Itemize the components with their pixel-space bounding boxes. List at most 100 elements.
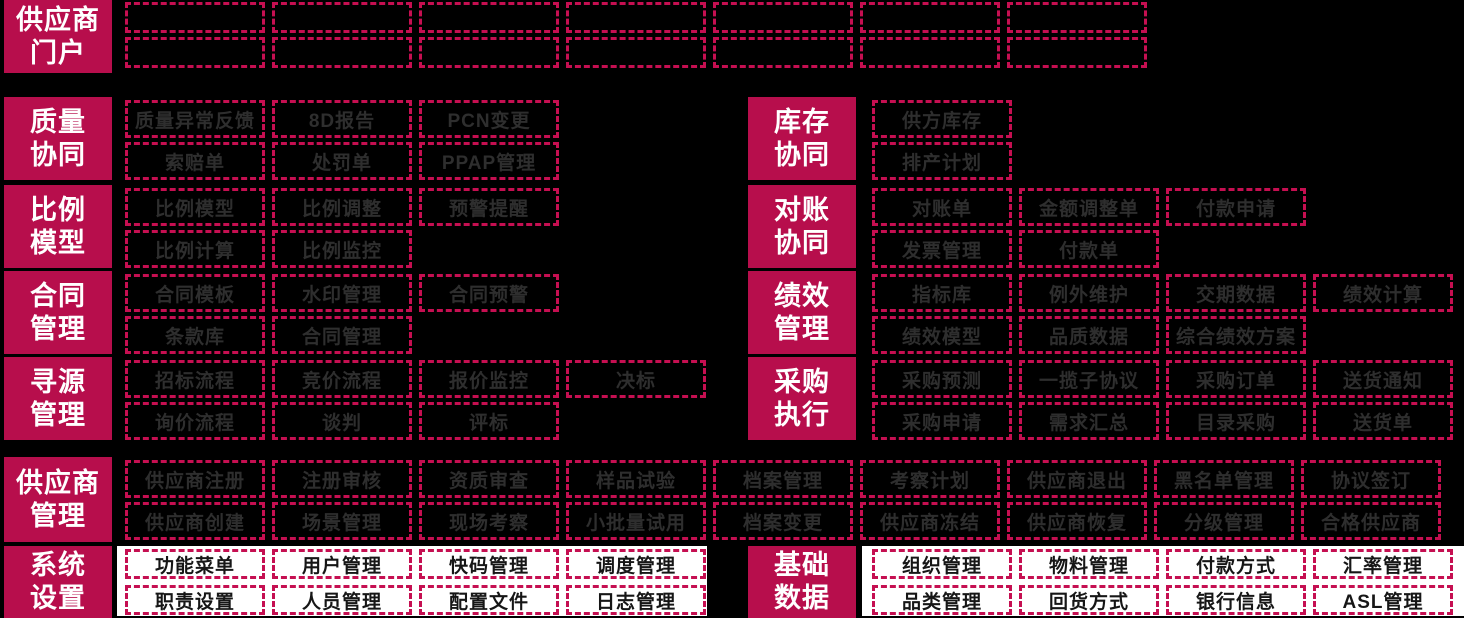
module-box: 分级管理 <box>1154 502 1294 540</box>
module-box: 场景管理 <box>272 502 412 540</box>
module-box: 调度管理 <box>566 549 706 579</box>
module-box: 物料管理 <box>1019 549 1159 579</box>
module-box: 预警提醒 <box>419 188 559 226</box>
label-sourcing-mgmt: 寻源 管理 <box>4 357 112 440</box>
module-box: 档案变更 <box>713 502 853 540</box>
module-box <box>566 2 706 33</box>
module-box: 送货通知 <box>1313 360 1453 398</box>
module-box <box>860 37 1000 68</box>
module-box: 合同预警 <box>419 274 559 312</box>
module-box: 人员管理 <box>272 585 412 615</box>
module-box: 索赔单 <box>125 142 265 180</box>
module-box: 档案管理 <box>713 460 853 498</box>
module-box: 询价流程 <box>125 402 265 440</box>
module-box: 竞价流程 <box>272 360 412 398</box>
module-box: 职责设置 <box>125 585 265 615</box>
module-box: 合格供应商 <box>1301 502 1441 540</box>
module-box: 协议签订 <box>1301 460 1441 498</box>
basic-data-panel-bg <box>862 546 1464 616</box>
module-box: 用户管理 <box>272 549 412 579</box>
label-quality-collab: 质量 协同 <box>4 97 112 180</box>
module-box: 处罚单 <box>272 142 412 180</box>
module-box: 银行信息 <box>1166 585 1306 615</box>
module-box: 样品试验 <box>566 460 706 498</box>
label-ratio-model: 比例 模型 <box>4 185 112 268</box>
module-box: 对账单 <box>872 188 1012 226</box>
module-box: 快码管理 <box>419 549 559 579</box>
module-box: 功能菜单 <box>125 549 265 579</box>
module-box: 汇率管理 <box>1313 549 1453 579</box>
module-box: 比例计算 <box>125 230 265 268</box>
module-box: 比例模型 <box>125 188 265 226</box>
module-box: 比例监控 <box>272 230 412 268</box>
module-box: PPAP管理 <box>419 142 559 180</box>
module-box <box>713 2 853 33</box>
module-box: 品类管理 <box>872 585 1012 615</box>
module-box <box>125 37 265 68</box>
module-box: 水印管理 <box>272 274 412 312</box>
module-box: 资质审查 <box>419 460 559 498</box>
module-box <box>272 2 412 33</box>
module-box: 品质数据 <box>1019 316 1159 354</box>
label-purchasing-execution: 采购 执行 <box>748 357 856 440</box>
module-box: 谈判 <box>272 402 412 440</box>
module-box: 绩效计算 <box>1313 274 1453 312</box>
label-basic-data: 基础 数据 <box>748 546 856 618</box>
module-box: 付款方式 <box>1166 549 1306 579</box>
module-box: 交期数据 <box>1166 274 1306 312</box>
module-box: 组织管理 <box>872 549 1012 579</box>
label-supplier-mgmt: 供应商 管理 <box>4 457 112 542</box>
label-performance-mgmt: 绩效 管理 <box>748 271 856 354</box>
module-box: PCN变更 <box>419 100 559 138</box>
module-box: 供方库存 <box>872 100 1012 138</box>
module-box: 8D报告 <box>272 100 412 138</box>
module-box: 合同模板 <box>125 274 265 312</box>
module-box: 排产计划 <box>872 142 1012 180</box>
module-box: 评标 <box>419 402 559 440</box>
module-box: 采购订单 <box>1166 360 1306 398</box>
module-box: 目录采购 <box>1166 402 1306 440</box>
module-box <box>419 37 559 68</box>
module-box: 一揽子协议 <box>1019 360 1159 398</box>
module-box <box>713 37 853 68</box>
system-settings-panel-bg <box>117 546 707 616</box>
module-box <box>566 37 706 68</box>
module-box: 供应商注册 <box>125 460 265 498</box>
module-box: 供应商创建 <box>125 502 265 540</box>
module-box: 金额调整单 <box>1019 188 1159 226</box>
module-box <box>1007 37 1147 68</box>
module-box: 回货方式 <box>1019 585 1159 615</box>
module-box: 采购申请 <box>872 402 1012 440</box>
module-box <box>125 2 265 33</box>
module-box: 比例调整 <box>272 188 412 226</box>
module-box: 决标 <box>566 360 706 398</box>
module-box: 指标库 <box>872 274 1012 312</box>
module-box: 报价监控 <box>419 360 559 398</box>
module-box: 采购预测 <box>872 360 1012 398</box>
module-box: ASL管理 <box>1313 585 1453 615</box>
module-box: 送货单 <box>1313 402 1453 440</box>
module-box: 小批量试用 <box>566 502 706 540</box>
module-box: 招标流程 <box>125 360 265 398</box>
module-box: 例外维护 <box>1019 274 1159 312</box>
label-supplier-portal: 供应商 门户 <box>4 0 112 73</box>
module-box: 绩效模型 <box>872 316 1012 354</box>
module-box <box>860 2 1000 33</box>
label-contract-mgmt: 合同 管理 <box>4 271 112 354</box>
module-box <box>419 2 559 33</box>
module-box: 供应商恢复 <box>1007 502 1147 540</box>
module-box: 需求汇总 <box>1019 402 1159 440</box>
module-box: 日志管理 <box>566 585 706 615</box>
module-box: 黑名单管理 <box>1154 460 1294 498</box>
module-box: 付款单 <box>1019 230 1159 268</box>
module-box: 合同管理 <box>272 316 412 354</box>
module-box: 供应商冻结 <box>860 502 1000 540</box>
label-system-settings: 系统 设置 <box>4 546 112 618</box>
module-box: 注册审核 <box>272 460 412 498</box>
module-box: 配置文件 <box>419 585 559 615</box>
module-box: 付款申请 <box>1166 188 1306 226</box>
module-box: 考察计划 <box>860 460 1000 498</box>
module-box: 条款库 <box>125 316 265 354</box>
module-box: 现场考察 <box>419 502 559 540</box>
